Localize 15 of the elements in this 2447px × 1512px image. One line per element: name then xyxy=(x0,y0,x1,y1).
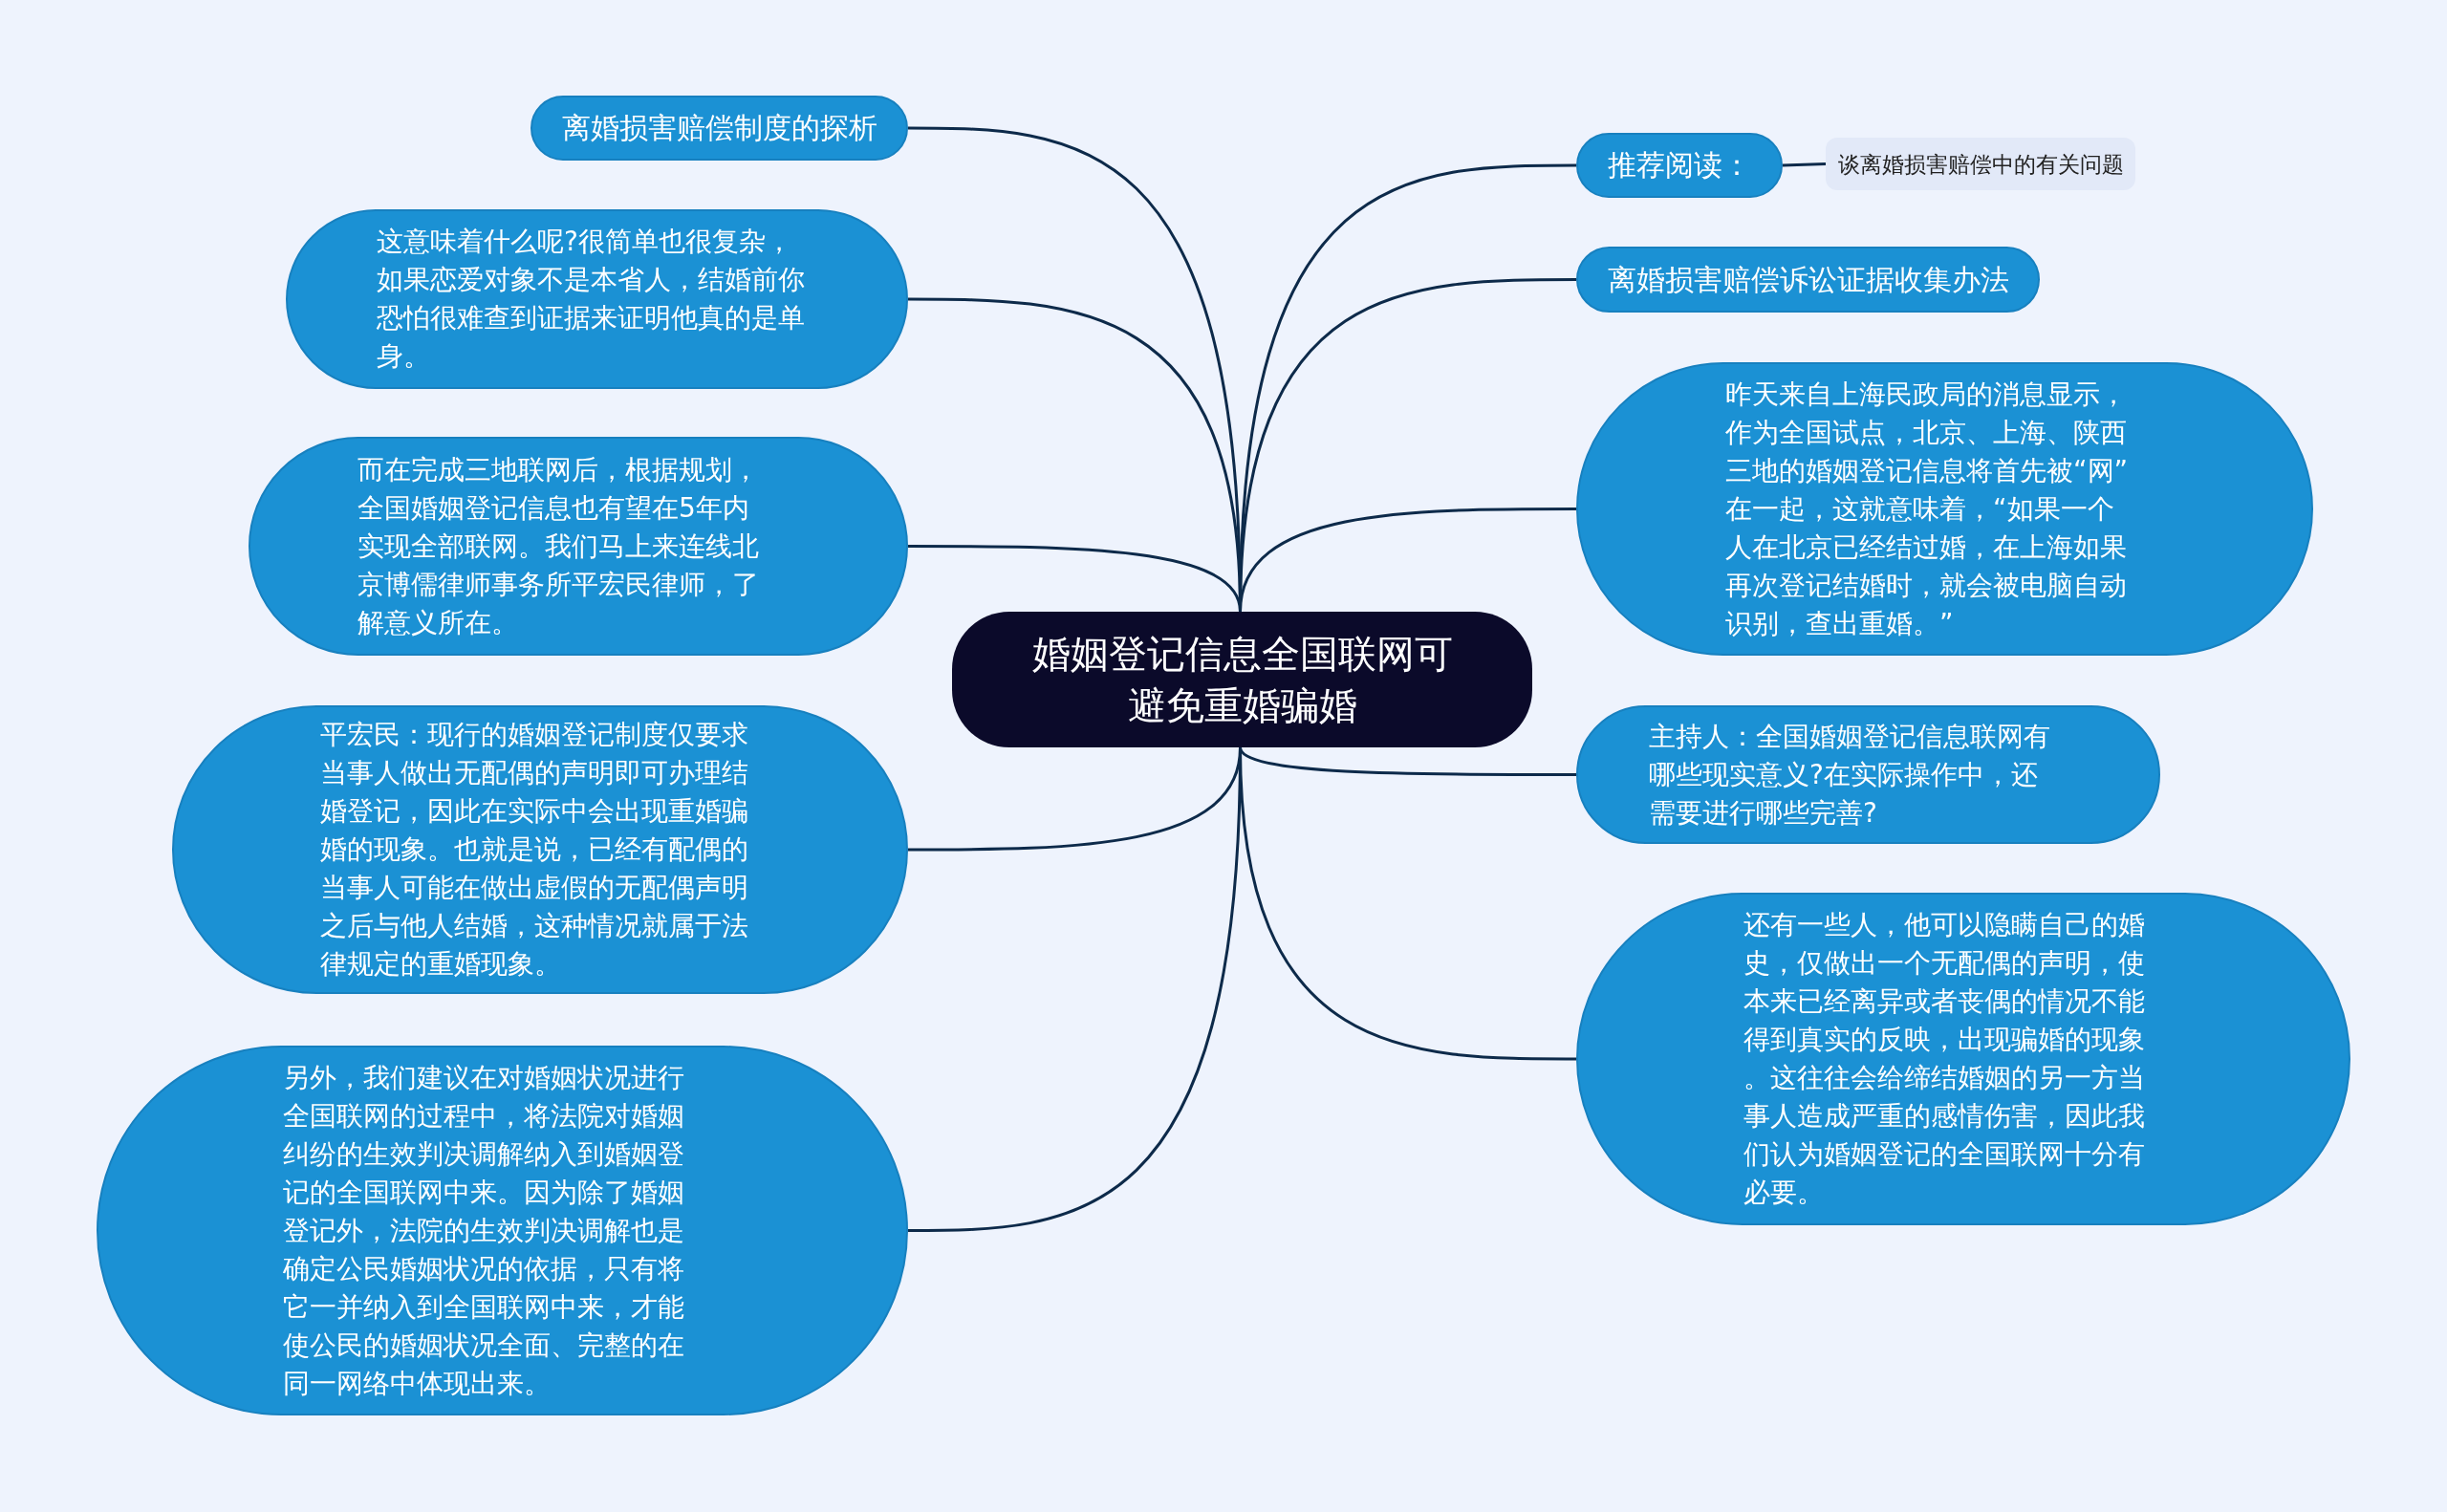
topic-bubble: 推荐阅读： xyxy=(1576,133,1783,198)
topic-bubble: 另外，我们建议在对婚姻状况进行全国联网的过程中，将法院对婚姻纠纷的生效判决调解纳入到婚姻登记的全国联网中来。因为除了婚姻登记外，法院的生效判决调解也是确定公民婚姻状况的依据，只有将它一并纳入到全国联网中来，才能使公民的婚姻状况全面、完整的在同一网络中体现出来。 xyxy=(97,1046,908,1415)
topic-bubble: 昨天来自上海民政局的消息显示，作为全国试点，北京、上海、陕西三地的婚姻登记信息将首先被“网”在一起，这就意味着，“如果一个人在北京已经结过婚，在上海如果再次登记结婚时，就会被电脑自动识别，查出重婚。” xyxy=(1576,362,2313,656)
central-topic: 婚姻登记信息全国联网可避免重婚骗婚 xyxy=(952,612,1532,747)
connector xyxy=(1782,162,1827,167)
topic-bubble: 还有一些人，他可以隐瞒自己的婚史，仅做出一个无配偶的声明，使本来已经离异或者丧偶的情况不能得到真实的反映，出现骗婚的现象。这往往会给缔结婚姻的另一方当事人造成严重的感情伤害，因此我们认为婚姻登记的全国联网十分有必要。 xyxy=(1576,893,2350,1225)
topic-bubble: 主持人：全国婚姻登记信息联网有哪些现实意义?在实际操作中，还需要进行哪些完善? xyxy=(1576,705,2160,844)
connector xyxy=(1239,746,1576,776)
connector xyxy=(1239,508,1576,613)
topic-bubble: 平宏民：现行的婚姻登记制度仅要求当事人做出无配偶的声明即可办理结婚登记，因此在实际中会出现重婚骗婚的现象。也就是说，已经有配偶的当事人可能在做出虚假的无配偶声明之后与他人结婚，这种情况就属于法律规定的重婚现象。 xyxy=(172,705,908,994)
topic-bubble: 离婚损害赔偿制度的探析 xyxy=(531,96,908,161)
topic-bubble: 这意味着什么呢?很简单也很复杂，如果恋爱对象不是本省人，结婚前你恐怕很难查到证据来证明他真的是单身。 xyxy=(286,209,908,389)
topic-bubble: 而在完成三地联网后，根据规划，全国婚姻登记信息也有望在5年内实现全部联网。我们马上来连线北京博儒律师事务所平宏民律师，了解意义所在。 xyxy=(249,437,908,656)
topic-bubble: 离婚损害赔偿诉讼证据收集办法 xyxy=(1576,247,2040,313)
link-tag: 谈离婚损害赔偿中的有关问题 xyxy=(1826,138,2135,190)
